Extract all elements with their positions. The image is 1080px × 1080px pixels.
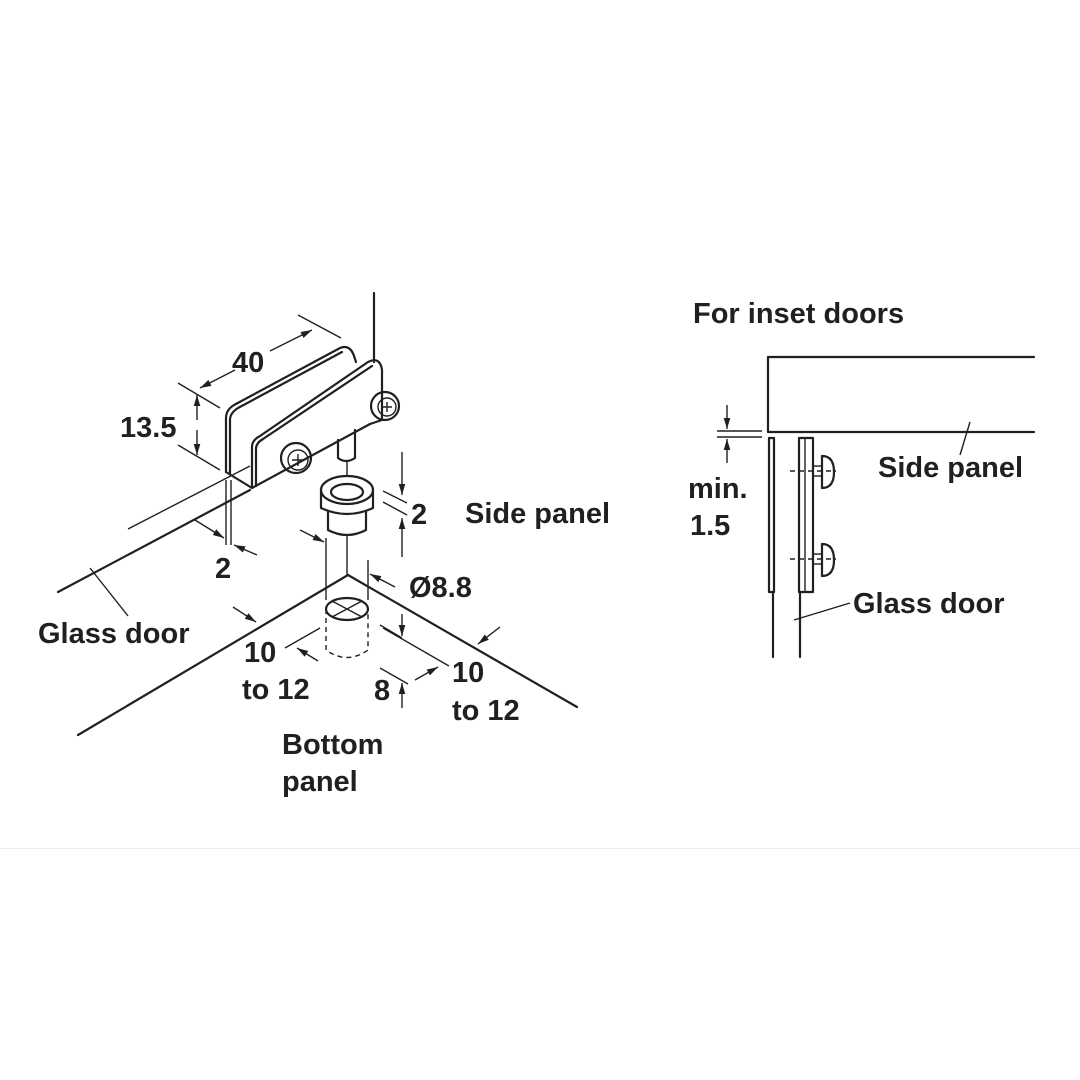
screw-upper-icon — [790, 454, 836, 490]
glass-clamp — [224, 345, 401, 490]
dim-edge-right-2: to 12 — [452, 695, 520, 727]
label-bottom-panel-1: Bottom — [282, 729, 383, 761]
bottom-panel-edge-right — [346, 573, 579, 709]
label-glass-door-right: Glass door — [853, 588, 1005, 620]
dim-diameter: Ø8.8 — [409, 572, 472, 604]
label-min-value: 1.5 — [690, 510, 730, 542]
right-inset-view: For inset doors min. 1.5 Side panel Glas… — [688, 298, 1036, 659]
side-panel-leader — [959, 421, 971, 456]
side-panel-section — [766, 355, 1036, 434]
left-isometric-view: 40 13.5 2 2 Side panel Ø8.8 Glass door 1… — [38, 291, 610, 798]
dim-edge-left-1: 10 — [244, 637, 276, 669]
screw-lower-icon — [279, 441, 313, 475]
dim-edge-right-1: 10 — [452, 657, 484, 689]
glass-door-edge-upper — [127, 465, 251, 530]
clamp-front-plate — [797, 436, 815, 594]
bottom-panel-edge-left — [76, 573, 350, 737]
screw-upper-icon — [369, 390, 401, 422]
divider — [0, 848, 1080, 849]
dimension-lines — [89, 314, 501, 708]
glass-door-edge-lower — [56, 488, 252, 594]
label-min: min. — [688, 473, 748, 505]
dim-width-40: 40 — [232, 347, 264, 379]
dim-gap-2: 2 — [215, 553, 231, 585]
label-bottom-panel-2: panel — [282, 766, 358, 798]
glass-door-leader — [793, 602, 851, 621]
dim-bushing-2: 2 — [411, 499, 427, 531]
dim-depth-8: 8 — [374, 675, 390, 707]
bushing — [319, 474, 375, 575]
dim-height-13-5: 13.5 — [120, 412, 176, 444]
label-side-panel-right: Side panel — [878, 452, 1023, 484]
dim-edge-left-2: to 12 — [242, 674, 310, 706]
glass-door-leader — [89, 567, 129, 617]
label-side-panel: Side panel — [465, 498, 610, 530]
drill-hole — [324, 596, 370, 659]
screw-lower-icon — [790, 542, 836, 578]
clamp-back-plate — [767, 436, 776, 594]
label-glass-door: Glass door — [38, 618, 190, 650]
right-view-title: For inset doors — [693, 298, 904, 330]
